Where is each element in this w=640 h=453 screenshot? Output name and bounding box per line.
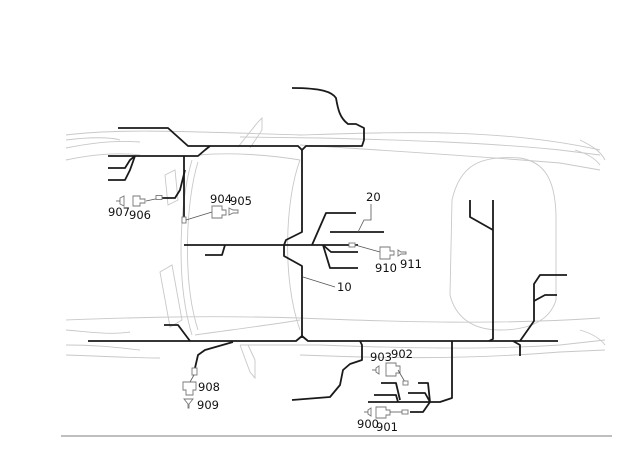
connector-plug-icon <box>181 216 187 224</box>
connector-group-904-905: 904 905 <box>181 192 252 224</box>
harness-label-10: 10 <box>302 276 352 294</box>
label-911: 911 <box>400 257 422 271</box>
connector-plug-icon <box>402 380 409 386</box>
label-904: 904 <box>210 192 232 206</box>
label-907: 907 <box>108 205 130 219</box>
connector-909-icon <box>183 398 194 409</box>
car-body-outline <box>65 116 606 380</box>
connector-901-icon <box>375 406 391 419</box>
connector-911-icon <box>397 249 407 257</box>
connector-904-icon <box>211 205 227 219</box>
connector-group-910-911: 910 911 <box>348 242 422 275</box>
connector-902-icon <box>385 362 401 377</box>
connector-plug-icon <box>348 242 356 248</box>
connector-910-icon <box>379 246 395 260</box>
label-903: 903 <box>370 350 392 364</box>
label-908: 908 <box>198 380 220 394</box>
connector-plug-icon <box>155 195 163 200</box>
connector-906-icon <box>132 195 146 207</box>
label-harness-20: 20 <box>366 190 381 204</box>
connector-group-907-906: 907 906 <box>108 195 163 222</box>
label-905: 905 <box>230 194 252 208</box>
label-906: 906 <box>129 208 151 222</box>
connector-plug-icon <box>191 367 198 376</box>
connector-907-icon <box>119 195 125 207</box>
connector-908-icon <box>182 381 197 396</box>
label-901: 901 <box>376 420 398 434</box>
harness-label-20: 20 <box>357 190 381 233</box>
connector-plug-icon <box>401 409 409 415</box>
label-909: 909 <box>197 398 219 412</box>
connector-group-903-902: 903 902 <box>370 347 413 386</box>
wiring-harness <box>88 87 567 413</box>
label-900: 900 <box>357 417 379 431</box>
connector-905-icon <box>228 207 239 216</box>
connector-group-900-901: 900 901 <box>357 406 409 434</box>
label-902: 902 <box>391 347 413 361</box>
connector-group-908-909: 908 909 <box>182 367 220 412</box>
label-910: 910 <box>375 261 397 275</box>
connector-900-icon <box>367 407 372 417</box>
connector-903-icon <box>375 365 380 375</box>
label-harness-10: 10 <box>337 280 352 294</box>
